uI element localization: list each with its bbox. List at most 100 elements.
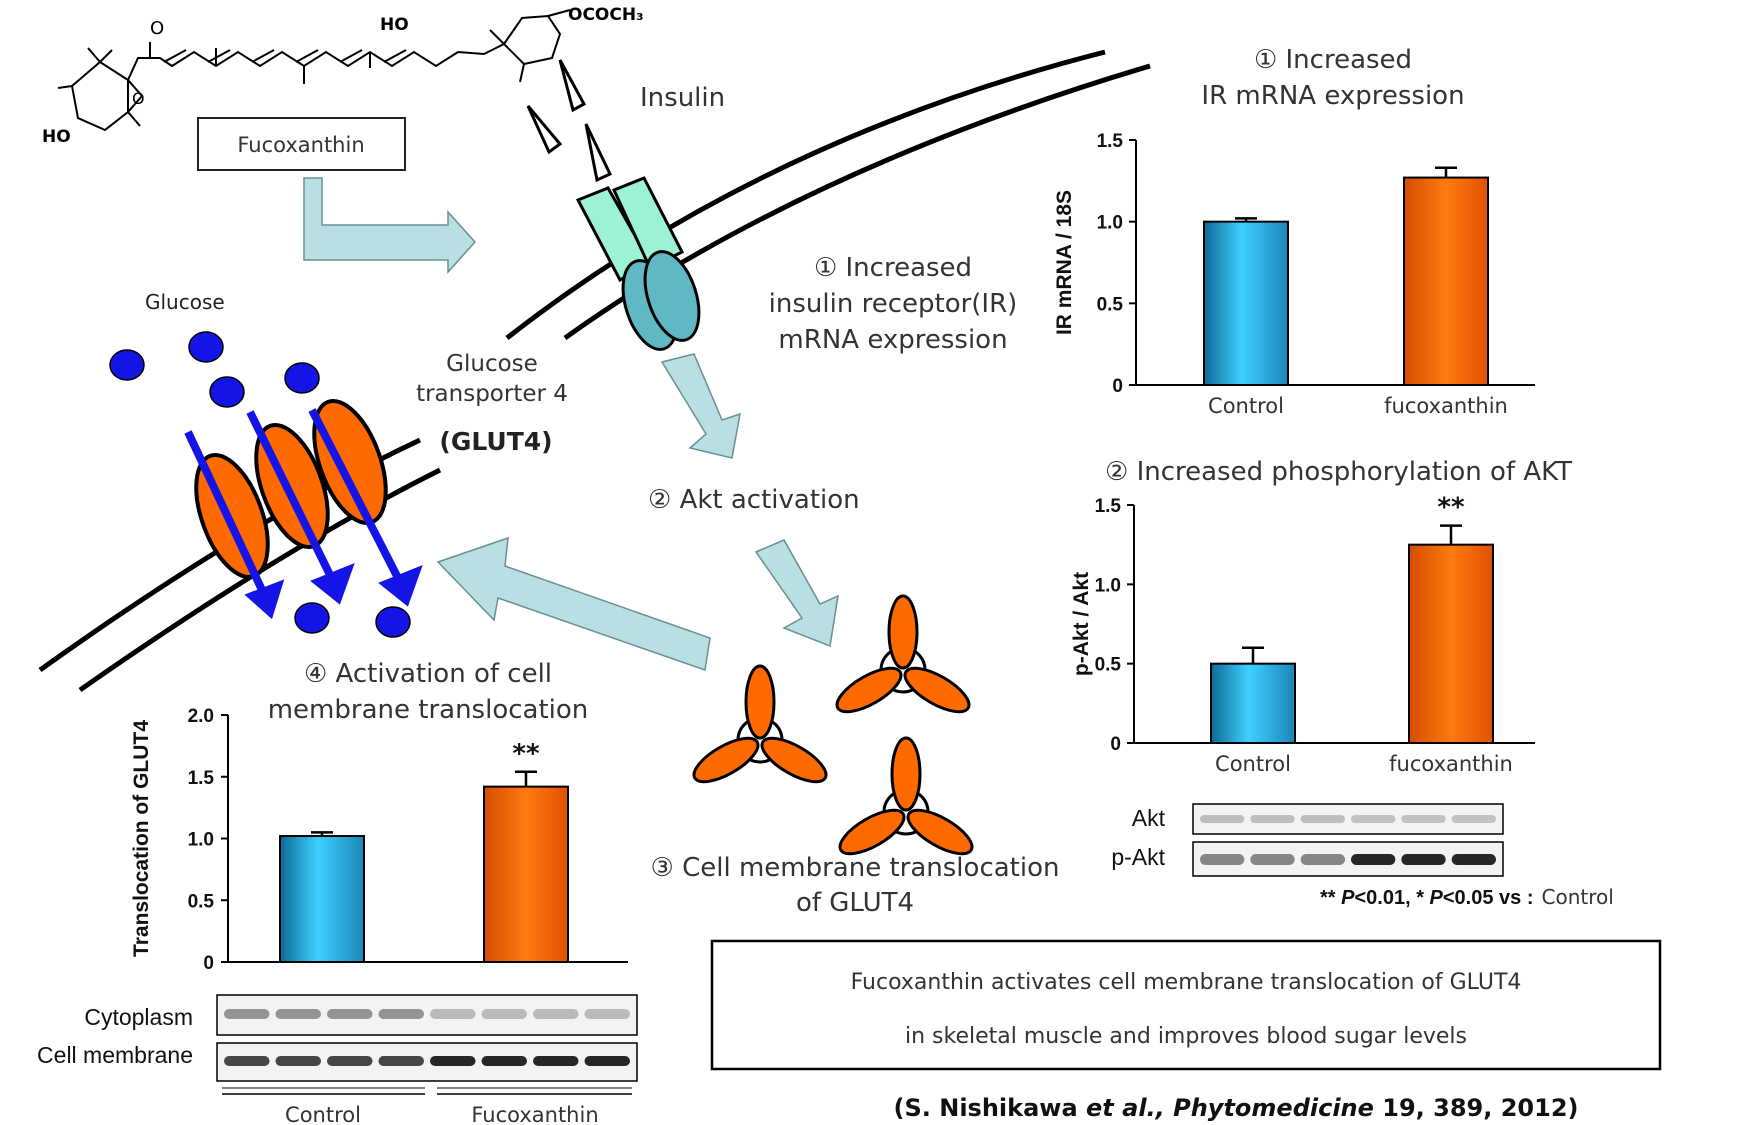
svg-text:IR mRNA expression: IR mRNA expression [1201, 81, 1464, 111]
significance-mark: ** [512, 739, 540, 769]
epoxide-o: O [132, 89, 145, 108]
y-tick-label: 0.5 [1095, 655, 1122, 676]
x-category-label: fucoxanthin [1384, 394, 1508, 418]
blot-cytoplasm-label: Cytoplasm [84, 1004, 193, 1030]
step1-text: ① Increased insulin receptor(IR) mRNA ex… [769, 253, 1018, 355]
y-tick-label: 1.5 [1095, 496, 1122, 517]
arrow-to-vesicles [754, 539, 839, 648]
glut4-western-blot: Cytoplasm Cell membrane Control Fucoxant… [37, 994, 638, 1125]
blot-band [481, 1056, 527, 1066]
blot-band [1451, 815, 1496, 823]
blot-band [1401, 854, 1446, 865]
svg-text:insulin receptor(IR): insulin receptor(IR) [769, 289, 1018, 319]
y-tick-label: 0 [1112, 376, 1123, 397]
step4-text: ④ Activation of cell membrane translocat… [268, 659, 589, 725]
svg-text:Glucose: Glucose [446, 351, 538, 377]
blot-band [533, 1009, 579, 1019]
blot-band [584, 1009, 630, 1019]
y-tick-label: 1.0 [1095, 575, 1121, 596]
x-category-label: fucoxanthin [1389, 752, 1513, 776]
membrane-outer [505, 49, 1106, 340]
blot-band [584, 1056, 630, 1066]
akt-western-blot: Akt p-Akt [1111, 803, 1504, 877]
membrane-lower-inner [78, 467, 442, 693]
svg-text:transporter 4: transporter 4 [416, 381, 568, 407]
acetate-group: OCOCH₃ [568, 5, 644, 25]
vesicle [692, 664, 828, 784]
insulin-receptor [575, 176, 701, 351]
blot-band [378, 1009, 424, 1019]
arrow-to-akt [660, 353, 741, 459]
conclusion-box [710, 939, 1662, 1071]
blot-band [1250, 854, 1295, 865]
svg-text:① Increased: ① Increased [814, 253, 972, 283]
blot-akt-label: Akt [1132, 805, 1166, 831]
y-axis-label: Translocation of GLUT4 [130, 720, 153, 957]
blot-pakt-label: p-Akt [1111, 844, 1165, 870]
bar [1408, 543, 1494, 745]
y-tick-label: 0 [1110, 734, 1121, 755]
bar [1403, 176, 1489, 386]
y-tick-label: 0 [203, 953, 214, 974]
blot-band [1200, 854, 1245, 865]
y-axis-label: p-Akt / Akt [1070, 572, 1093, 676]
blot-band [327, 1009, 373, 1019]
blot-band [224, 1009, 270, 1019]
chart2-title: ② Increased phosphorylation of AKT [1105, 457, 1572, 487]
bar [1210, 662, 1296, 745]
y-axis-label: IR mRNA / 18S [1053, 190, 1076, 335]
insulin-label: Insulin [640, 83, 725, 113]
bar [279, 835, 365, 964]
y-tick-label: 2.0 [188, 706, 214, 727]
blot-band [430, 1009, 476, 1019]
blot-band [1300, 815, 1345, 823]
blot-band [327, 1056, 373, 1066]
bar [1203, 220, 1289, 386]
vesicle [838, 736, 974, 856]
blot-band [378, 1056, 424, 1066]
molecule-labels: O HO OCOCH₃ HO O [42, 5, 644, 147]
oh-top-label: HO [380, 15, 409, 35]
bar [483, 785, 569, 963]
x-category-label: Control [1215, 752, 1291, 776]
y-tick-label: 1.5 [188, 768, 215, 789]
svg-text:mRNA expression: mRNA expression [778, 325, 1007, 355]
blot-band [430, 1056, 476, 1066]
arrow-to-glut4 [436, 536, 711, 672]
blot-band [1401, 815, 1446, 823]
blot-band [1200, 815, 1245, 823]
glucose-flow-arrows [184, 408, 423, 620]
citation: (S. Nishikawa et al., Phytomedicine 19, … [894, 1094, 1579, 1122]
svg-text:④ Activation of cell: ④ Activation of cell [304, 659, 552, 689]
svg-text:① Increased: ① Increased [1254, 45, 1412, 75]
blot-band [1351, 815, 1396, 823]
blot-membrane-label: Cell membrane [37, 1042, 193, 1068]
fucoxanthin-label: Fucoxanthin [237, 133, 364, 157]
blot-band [1451, 854, 1496, 865]
vesicle [835, 594, 971, 714]
glucose-label: Glucose [145, 290, 225, 314]
significance-mark: ** [1437, 493, 1465, 523]
step3-text: ③ Cell membrane translocation of GLUT4 [651, 853, 1060, 918]
svg-text:③ Cell membrane translocation: ③ Cell membrane translocation [651, 853, 1060, 883]
svg-text:membrane translocation: membrane translocation [268, 695, 589, 725]
ketone-o: O [150, 18, 164, 39]
svg-text:(GLUT4): (GLUT4) [439, 427, 552, 456]
blot-group-fucoxanthin: Fucoxanthin [471, 1103, 598, 1125]
statistics-note: ** P<0.01, * P<0.05 vs :Control [1320, 885, 1614, 909]
fucoxanthin-arrow [303, 177, 477, 274]
y-tick-label: 1.5 [1097, 131, 1124, 152]
blot-band [224, 1056, 270, 1066]
glut4-text: Glucose transporter 4 (GLUT4) [416, 351, 568, 456]
svg-text:of GLUT4: of GLUT4 [796, 888, 914, 918]
blot-band [481, 1009, 527, 1019]
blot-band [1351, 854, 1396, 865]
x-category-label: Control [1208, 394, 1284, 418]
y-tick-label: 1.0 [188, 830, 214, 851]
blot-band [1250, 815, 1295, 823]
y-tick-label: 0.5 [1097, 294, 1124, 315]
